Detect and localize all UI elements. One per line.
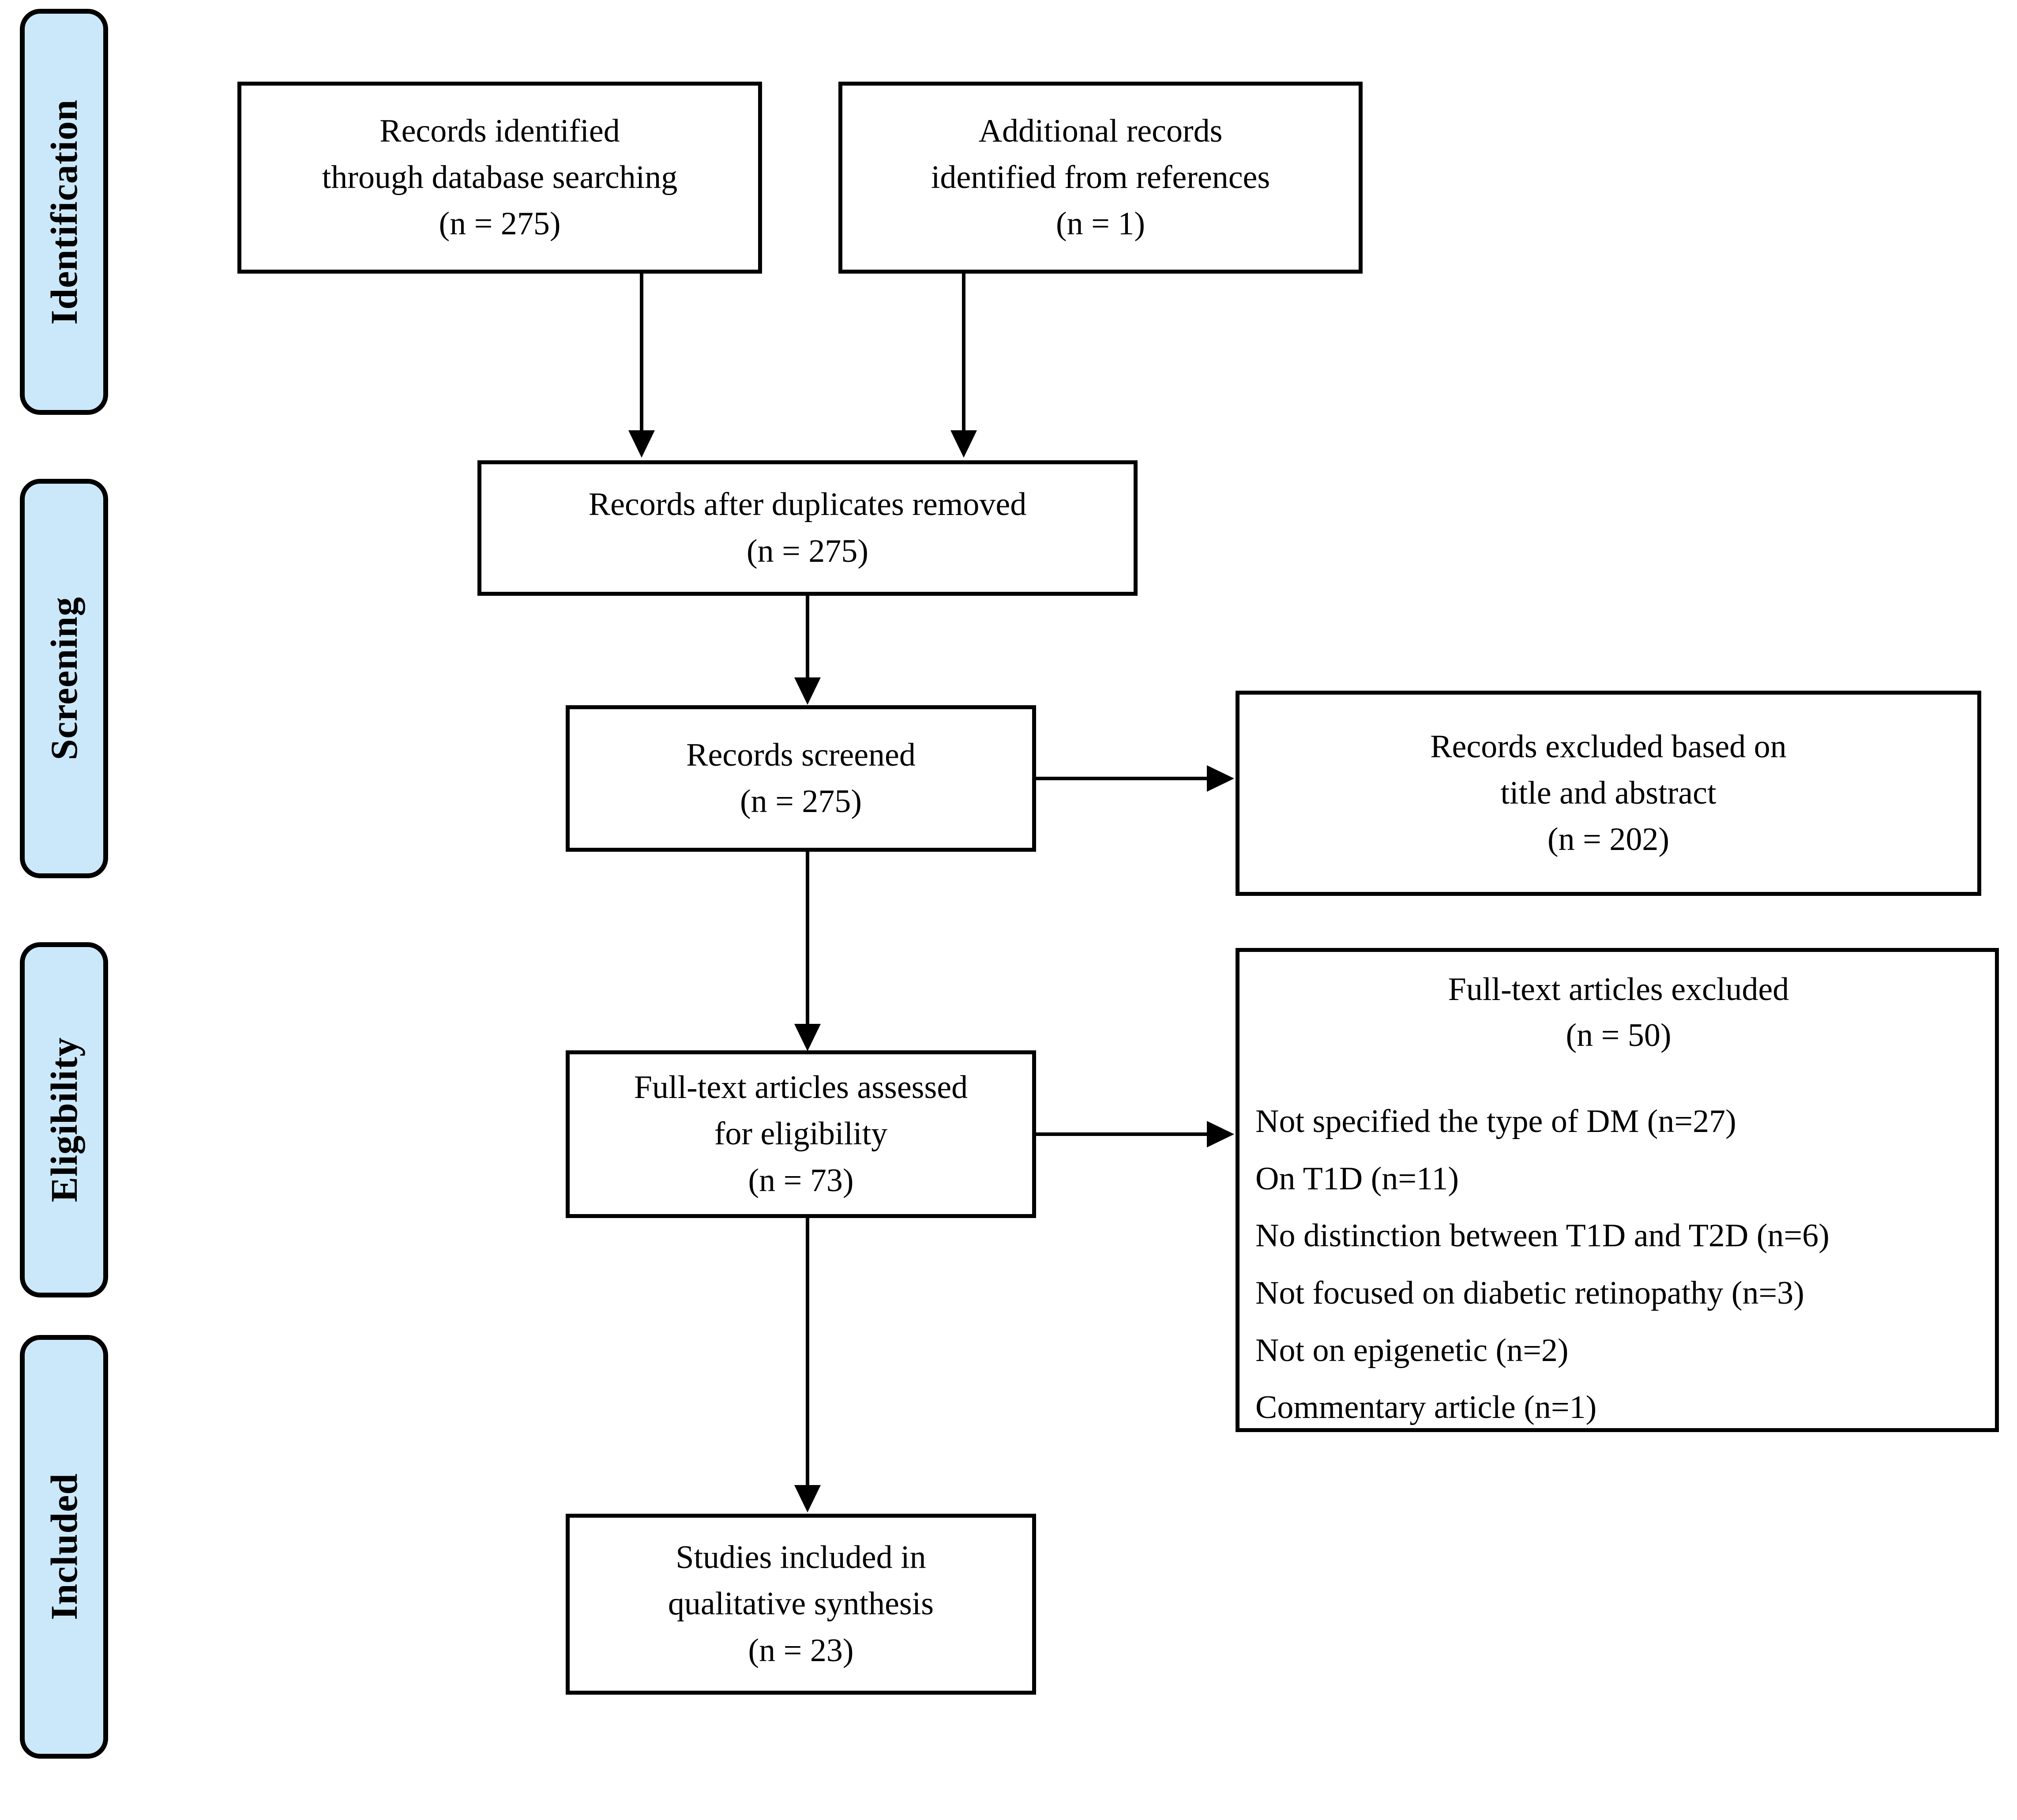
box-records-after-duplicates-count: (n = 275) xyxy=(746,533,869,569)
box-records-identified-line-2: through database searching xyxy=(322,159,678,196)
box-records-screened: Records screened (n = 275) xyxy=(566,705,1036,852)
box-additional-records: Additional records identified from refer… xyxy=(838,82,1363,274)
connector-screened-to-fulltext xyxy=(806,852,809,1026)
box-records-identified: Records identified through database sear… xyxy=(237,82,762,274)
arrowhead-screened-to-fulltext xyxy=(794,1024,821,1051)
box-additional-records-line-1: Additional records xyxy=(978,113,1223,149)
box-fulltext-assessed-line-1: Full-text articles assessed xyxy=(634,1069,968,1106)
stage-tab-screening: Screening xyxy=(20,479,108,878)
box-records-excluded: Records excluded based on title and abst… xyxy=(1236,691,1981,896)
box-records-excluded-count: (n = 202) xyxy=(1547,821,1670,858)
connector-fulltext-to-excluded xyxy=(1036,1132,1208,1136)
box-additional-records-line-2: identified from references xyxy=(931,159,1270,196)
connector-additional-to-duplicates xyxy=(962,274,965,432)
box-studies-included: Studies included in qualitative synthesi… xyxy=(566,1514,1036,1695)
stage-tab-eligibility: Eligibility xyxy=(20,942,108,1297)
arrowhead-identified-to-duplicates xyxy=(628,430,655,458)
arrowhead-additional-to-duplicates xyxy=(950,430,977,458)
box-fulltext-excluded-heading: Full-text articles excluded (n = 50) xyxy=(1255,967,1982,1058)
box-records-screened-count: (n = 275) xyxy=(740,783,862,820)
stage-tab-identification-label: Identification xyxy=(43,99,85,325)
box-fulltext-excluded-reason-list: Not specified the type of DM (n=27) On T… xyxy=(1255,1099,1982,1442)
exclusion-reason: No distinction between T1D and T2D (n=6) xyxy=(1255,1218,1829,1254)
stage-tab-included: Included xyxy=(20,1335,108,1759)
box-records-identified-count: (n = 275) xyxy=(439,206,561,242)
box-fulltext-assessed-line-2: for eligibility xyxy=(714,1116,888,1152)
box-records-after-duplicates-line-1: Records after duplicates removed xyxy=(588,486,1027,523)
box-records-excluded-line-1: Records excluded based on xyxy=(1430,728,1787,765)
stage-tab-included-label: Included xyxy=(43,1473,85,1621)
arrowhead-fulltext-to-included xyxy=(794,1485,821,1512)
box-records-after-duplicates: Records after duplicates removed (n = 27… xyxy=(477,460,1138,596)
connector-duplicates-to-screened xyxy=(806,596,809,680)
box-fulltext-assessed: Full-text articles assessed for eligibil… xyxy=(566,1050,1036,1218)
exclusion-reason: Not on epigenetic (n=2) xyxy=(1255,1332,1569,1369)
stage-tab-screening-label: Screening xyxy=(43,597,85,760)
exclusion-reason: Not specified the type of DM (n=27) xyxy=(1255,1103,1736,1140)
arrowhead-duplicates-to-screened xyxy=(794,677,821,705)
box-records-screened-line-1: Records screened xyxy=(686,737,916,773)
box-studies-included-line-1: Studies included in xyxy=(676,1539,926,1576)
connector-identified-to-duplicates xyxy=(640,274,643,432)
box-additional-records-count: (n = 1) xyxy=(1055,206,1146,242)
box-fulltext-excluded-heading-line-1: Full-text articles excluded xyxy=(1448,971,1789,1008)
box-fulltext-excluded: Full-text articles excluded (n = 50) Not… xyxy=(1236,948,1999,1432)
exclusion-reason: On T1D (n=11) xyxy=(1255,1160,1459,1197)
arrowhead-screened-to-excluded xyxy=(1207,765,1234,792)
box-studies-included-count: (n = 23) xyxy=(748,1632,854,1669)
connector-fulltext-to-included xyxy=(806,1218,809,1487)
arrowhead-fulltext-to-excluded xyxy=(1207,1121,1234,1147)
box-studies-included-line-2: qualitative synthesis xyxy=(668,1586,934,1622)
connector-screened-to-excluded xyxy=(1036,777,1208,780)
box-records-excluded-line-2: title and abstract xyxy=(1500,775,1717,811)
box-fulltext-assessed-count: (n = 73) xyxy=(748,1162,854,1199)
exclusion-reason: Commentary article (n=1) xyxy=(1255,1389,1597,1426)
stage-tab-identification: Identification xyxy=(20,9,108,415)
exclusion-reason: Not focused on diabetic retinopathy (n=3… xyxy=(1255,1275,1804,1311)
stage-tab-eligibility-label: Eligibility xyxy=(43,1037,85,1203)
box-records-identified-line-1: Records identified xyxy=(379,113,620,149)
box-fulltext-excluded-count: (n = 50) xyxy=(1566,1017,1671,1053)
